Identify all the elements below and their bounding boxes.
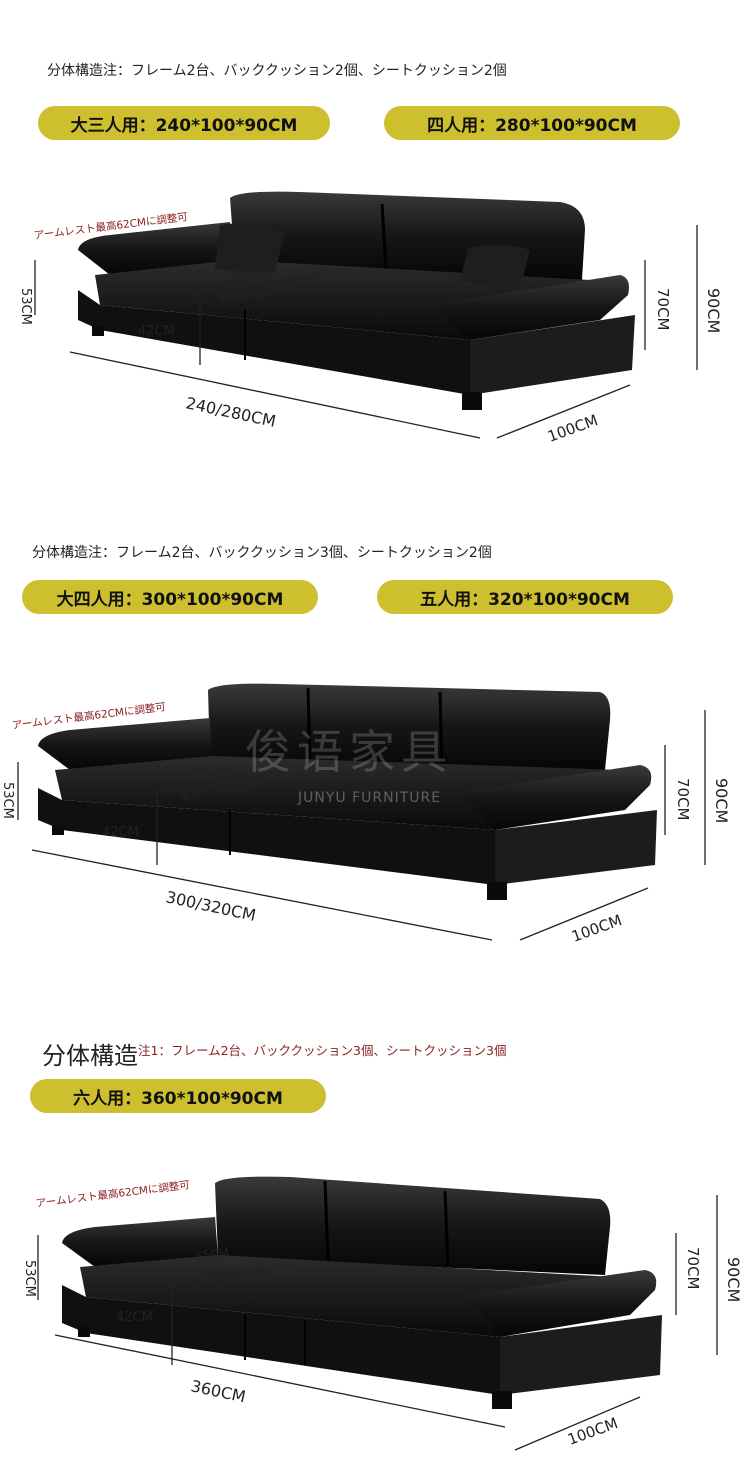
size-pill-4-seat: 四人用：280*100*90CM (384, 106, 680, 140)
size-pill-3-seat: 大三人用：240*100*90CM (38, 106, 330, 140)
right-arm (430, 275, 629, 340)
size-pill-5-seat: 五人用：320*100*90CM (377, 580, 673, 614)
dim-arm-height: 53CM (18, 288, 33, 325)
structure-note-2: 分体構造注：フレーム2台、バッククッション3個、シートクッション2個 (32, 545, 492, 561)
dim-back-height: 70CM (654, 288, 672, 331)
dim-total-height: 90CM (712, 778, 731, 823)
sofa-base-side (500, 1315, 662, 1395)
dim-seat-height: 42CM (102, 825, 139, 840)
dim-depth: 100CM (545, 411, 600, 446)
dim-back-height: 70CM (674, 778, 692, 821)
left-arm (62, 1217, 218, 1267)
dim-length: 240/280CM (184, 393, 277, 431)
sofa-diagram-1: 53CM 70CM 90CM 65CM 拿掉靠包80CM 42CM 240/28… (18, 191, 723, 446)
right-arm (470, 1270, 657, 1337)
dim-back-height: 70CM (684, 1247, 702, 1290)
dim-seat-height: 42CM (138, 324, 175, 339)
sofa-base-side (495, 810, 657, 885)
dim-total-height: 90CM (704, 288, 723, 333)
dim-length: 360CM (189, 1376, 247, 1406)
sofa-diagram-3: 53CM 70CM 90CM 65CM 拿掉靠包80CM 42CM 360CM … (22, 1176, 743, 1451)
dim-arm-height: 53CM (22, 1260, 37, 1297)
dim-seat-depth: 65CM (194, 762, 230, 781)
dim-depth: 100CM (565, 1414, 620, 1449)
sofa-base-side (470, 315, 635, 395)
left-arm (38, 718, 212, 770)
right-arm (460, 765, 652, 830)
size-pill-6-seat: 六人用：360*100*90CM (30, 1079, 326, 1113)
sofa-diagram-2: 53CM 70CM 90CM 65CM 拿掉靠包80CM 42CM 300/32… (0, 683, 731, 946)
dim-seat-depth: 65CM (230, 264, 266, 283)
dim-length: 300/320CM (164, 887, 257, 925)
sofa-base-front (38, 788, 495, 885)
structure-note-1: 分体構造注：フレーム2台、バッククッション2個、シートクッション2個 (47, 63, 507, 79)
sofa-base-front (78, 290, 470, 395)
size-pill-4-seat-large: 大四人用：300*100*90CM (22, 580, 318, 614)
dim-arm-height: 53CM (0, 782, 15, 819)
dim-total-height: 90CM (724, 1257, 743, 1302)
dim-seat-height: 42CM (116, 1310, 153, 1325)
section-title: 分体構造 (42, 1042, 138, 1070)
brand-watermark: 俊语家具 (245, 725, 453, 779)
brand-watermark-sub: JUNYU FURNITURE (298, 790, 442, 806)
left-arm (78, 222, 235, 275)
sofa-back (215, 1176, 611, 1275)
dim-seat-depth: 65CM (194, 1245, 230, 1264)
structure-note-3: 注1：フレーム2台、バッククッション3個、シートクッション3個 (138, 1043, 507, 1058)
